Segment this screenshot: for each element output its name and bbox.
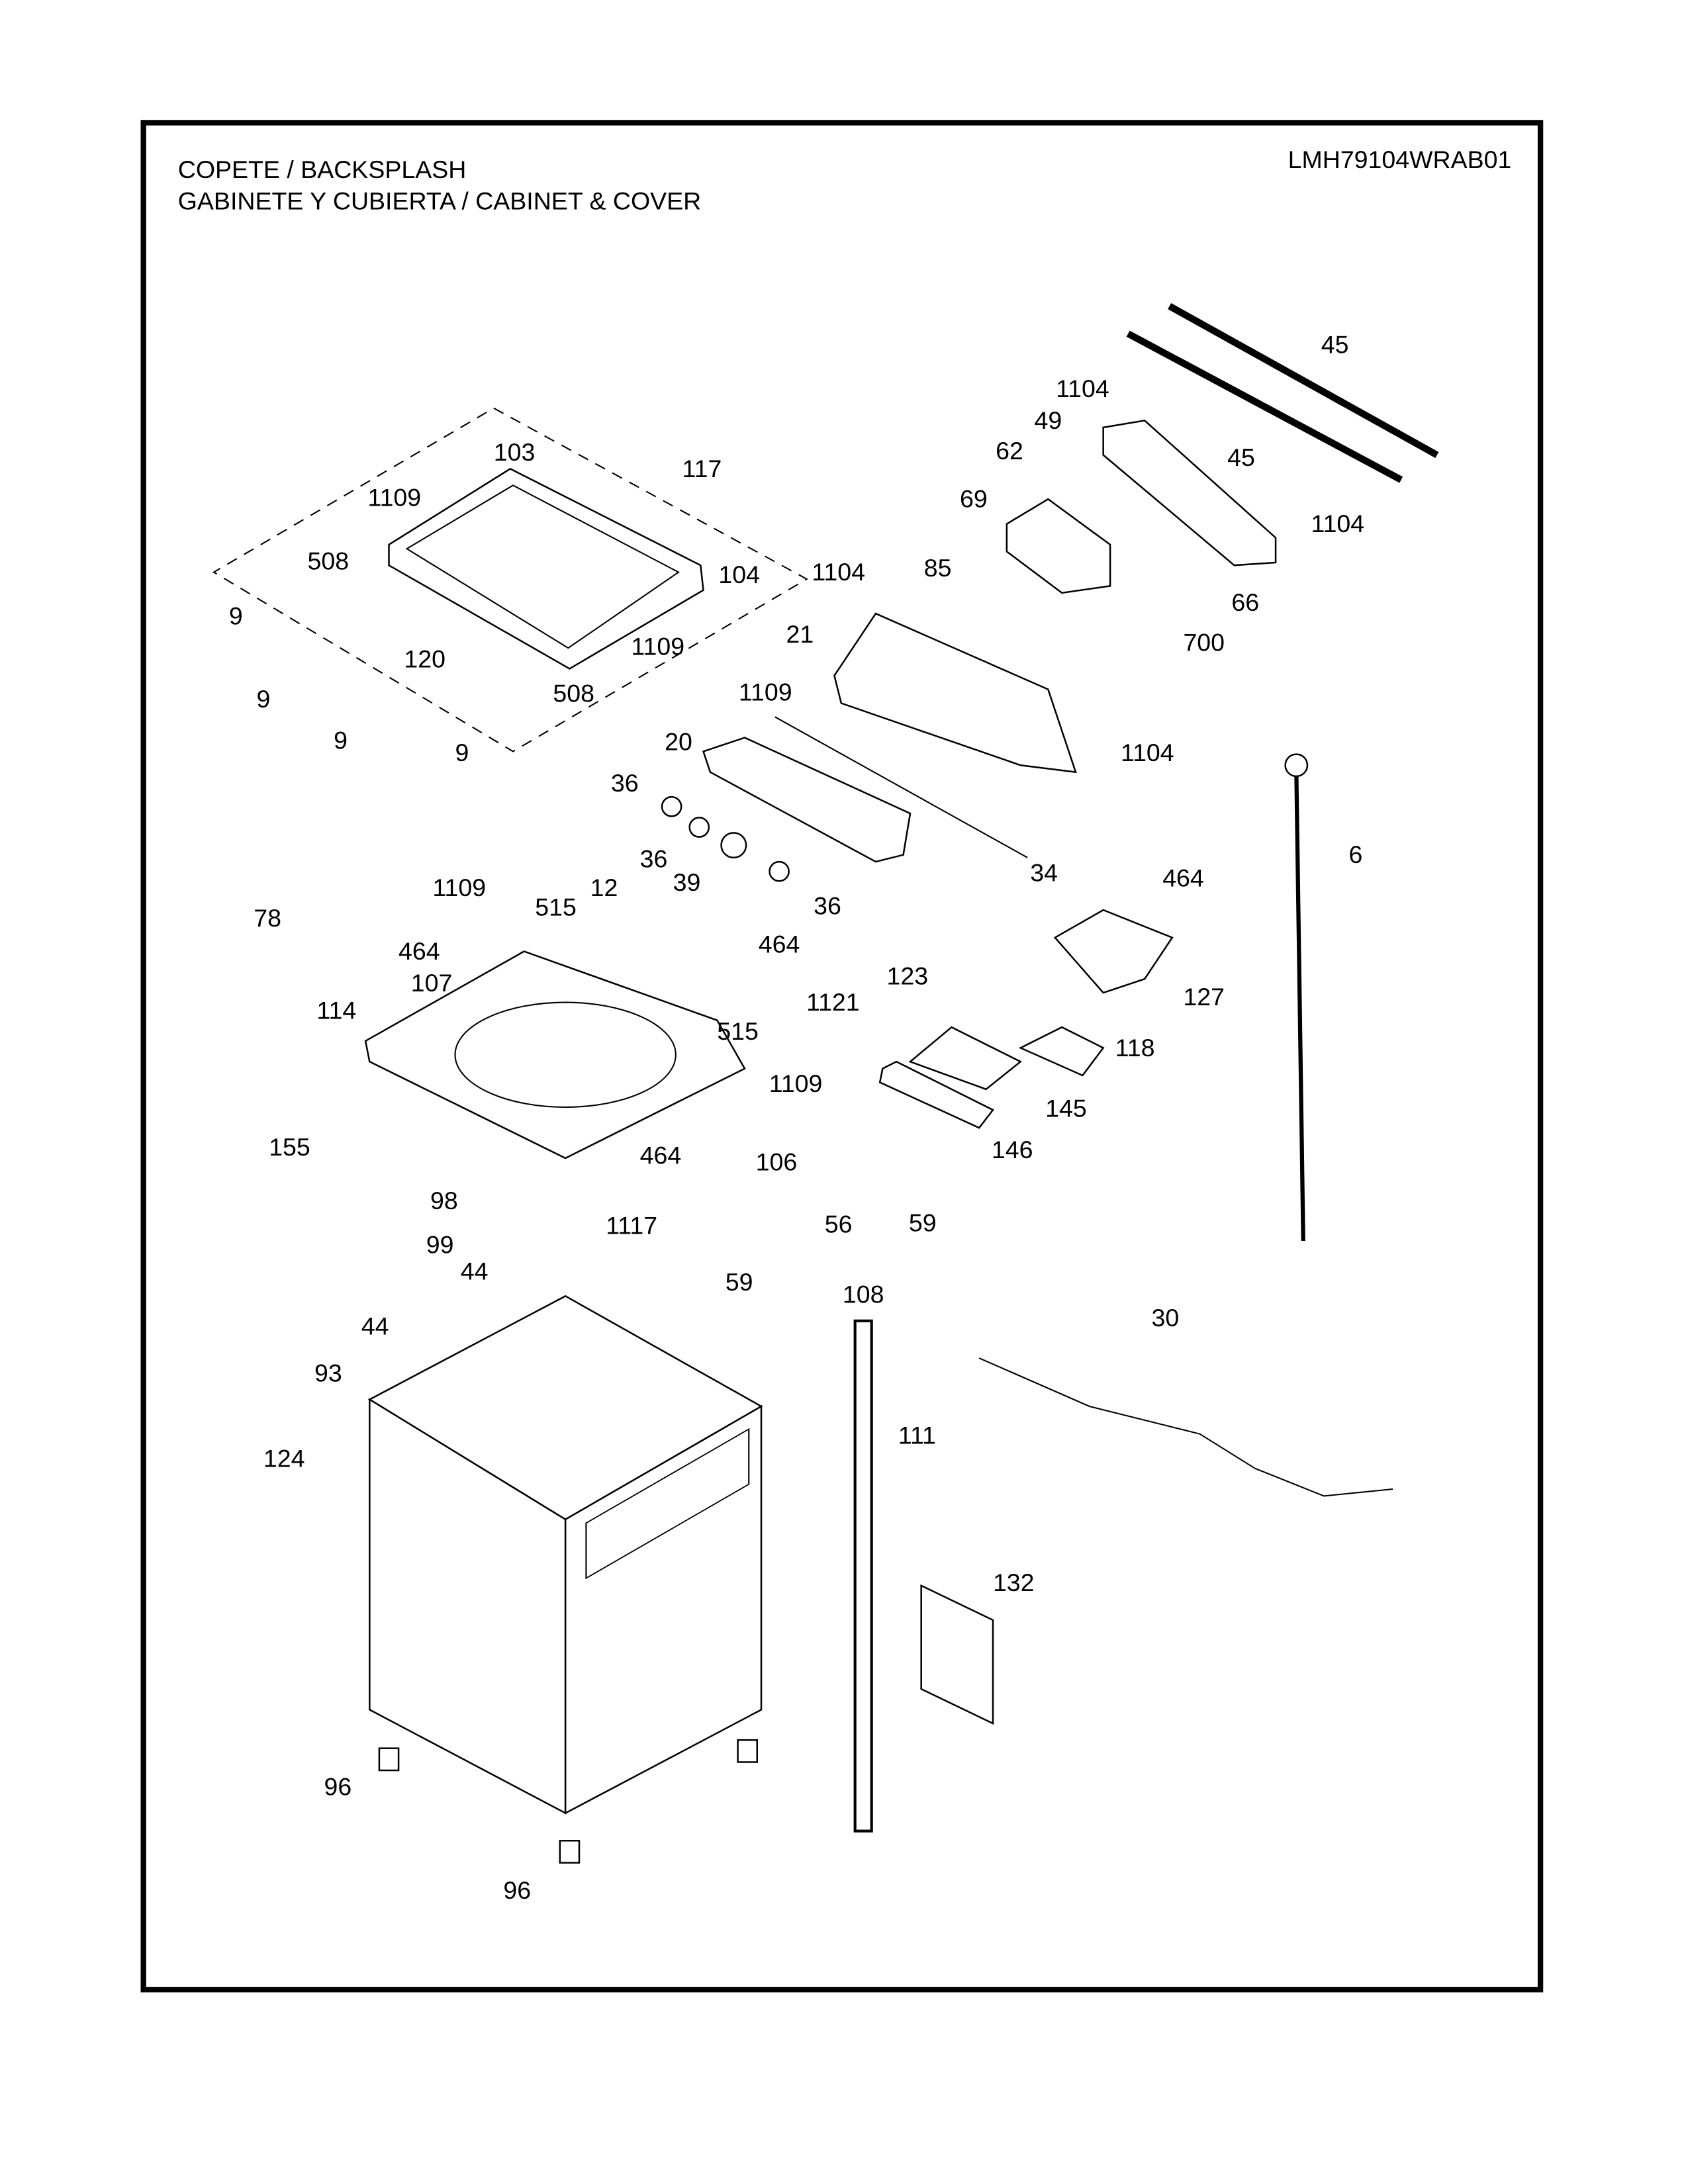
callout-107: 107	[411, 969, 453, 997]
callout-464: 464	[640, 1141, 682, 1169]
callout-85: 85	[924, 554, 952, 582]
title-line-2: GABINETE Y CUBIERTA / CABINET & COVER	[178, 187, 702, 215]
callout-78: 78	[254, 904, 281, 932]
callout-155: 155	[269, 1133, 310, 1161]
dispenser-146	[878, 1060, 994, 1129]
callout-464: 464	[759, 931, 800, 958]
lid-group-outline	[212, 407, 808, 752]
back-panel	[1102, 420, 1277, 567]
lid	[388, 467, 704, 670]
wire-harness	[978, 1357, 1393, 1497]
title-line-1: COPETE / BACKSPLASH	[178, 156, 467, 183]
callout-45: 45	[1321, 330, 1349, 358]
callout-39: 39	[673, 868, 701, 896]
callout-127: 127	[1183, 983, 1225, 1011]
callout-1121: 1121	[806, 988, 860, 1016]
callout-36: 36	[814, 891, 841, 919]
callout-1104: 1104	[1121, 739, 1174, 766]
callout-30: 30	[1152, 1304, 1180, 1332]
callout-36: 36	[611, 769, 639, 797]
callout-9: 9	[455, 739, 469, 766]
callout-508: 508	[553, 679, 594, 707]
callout-464: 464	[399, 937, 440, 965]
manual	[920, 1584, 994, 1725]
cabinet-panels	[585, 1428, 750, 1580]
callout-118: 118	[1115, 1034, 1155, 1062]
callout-49: 49	[1034, 406, 1062, 434]
callout-1109: 1109	[432, 874, 486, 901]
callout-103: 103	[494, 438, 536, 466]
callout-66: 66	[1231, 588, 1259, 616]
callout-1104: 1104	[1056, 375, 1109, 402]
callout-69: 69	[960, 485, 988, 513]
callout-1109: 1109	[631, 633, 684, 660]
callout-108: 108	[843, 1281, 884, 1308]
callout-111: 111	[898, 1421, 936, 1449]
callout-96: 96	[503, 1876, 531, 1904]
callout-21: 21	[786, 620, 814, 648]
page-border	[140, 120, 1544, 1993]
dispenser-127	[1053, 909, 1174, 994]
cabinet-side	[564, 1404, 763, 1815]
callout-99: 99	[426, 1231, 454, 1259]
drain-hose	[853, 1319, 873, 1833]
callout-93: 93	[314, 1359, 342, 1387]
callout-117: 117	[682, 455, 722, 482]
callout-44: 44	[461, 1257, 489, 1285]
callout-62: 62	[996, 437, 1023, 465]
callout-9: 9	[334, 726, 348, 754]
callout-59: 59	[726, 1268, 753, 1296]
tube-45b	[1126, 330, 1403, 483]
callout-132: 132	[993, 1569, 1035, 1596]
callout-20: 20	[665, 727, 692, 755]
callout-9: 9	[229, 602, 243, 630]
model-number: LMH79104WRAB01	[1288, 146, 1512, 173]
control-panel	[702, 737, 912, 863]
callout-56: 56	[825, 1210, 853, 1238]
callout-45: 45	[1227, 443, 1255, 471]
callout-1109: 1109	[368, 484, 422, 512]
callout-515: 515	[535, 893, 577, 921]
callout-1117: 1117	[606, 1212, 657, 1240]
callout-700: 700	[1183, 628, 1225, 656]
callout-515: 515	[717, 1017, 759, 1045]
callout-114: 114	[316, 997, 356, 1024]
callout-106: 106	[756, 1148, 798, 1176]
callout-104: 104	[718, 561, 760, 588]
callout-96: 96	[324, 1773, 352, 1801]
callout-508: 508	[308, 547, 350, 574]
callout-1104: 1104	[812, 558, 865, 586]
callout-123: 123	[887, 962, 929, 990]
callout-124: 124	[263, 1445, 305, 1473]
callout-146: 146	[992, 1136, 1033, 1163]
tube-45a	[1168, 302, 1439, 459]
callout-1104: 1104	[1311, 510, 1365, 537]
callout-1109: 1109	[769, 1069, 823, 1097]
backsplash	[833, 612, 1077, 774]
dispenser-118	[1018, 1026, 1105, 1077]
callout-145: 145	[1045, 1095, 1087, 1122]
callout-464: 464	[1162, 864, 1204, 892]
callout-44: 44	[361, 1312, 389, 1340]
callout-12: 12	[590, 874, 618, 901]
pcb	[1006, 498, 1111, 594]
dispenser-145	[908, 1026, 1022, 1091]
callout-34: 34	[1030, 858, 1058, 886]
callout-98: 98	[430, 1187, 458, 1214]
power-cord	[1294, 772, 1305, 1242]
callout-9: 9	[256, 685, 270, 713]
callout-59: 59	[909, 1208, 937, 1236]
callout-6: 6	[1348, 841, 1362, 868]
callout-120: 120	[404, 645, 445, 672]
callout-1109: 1109	[739, 678, 792, 705]
callout-36: 36	[640, 844, 668, 872]
top-cover	[364, 950, 746, 1160]
